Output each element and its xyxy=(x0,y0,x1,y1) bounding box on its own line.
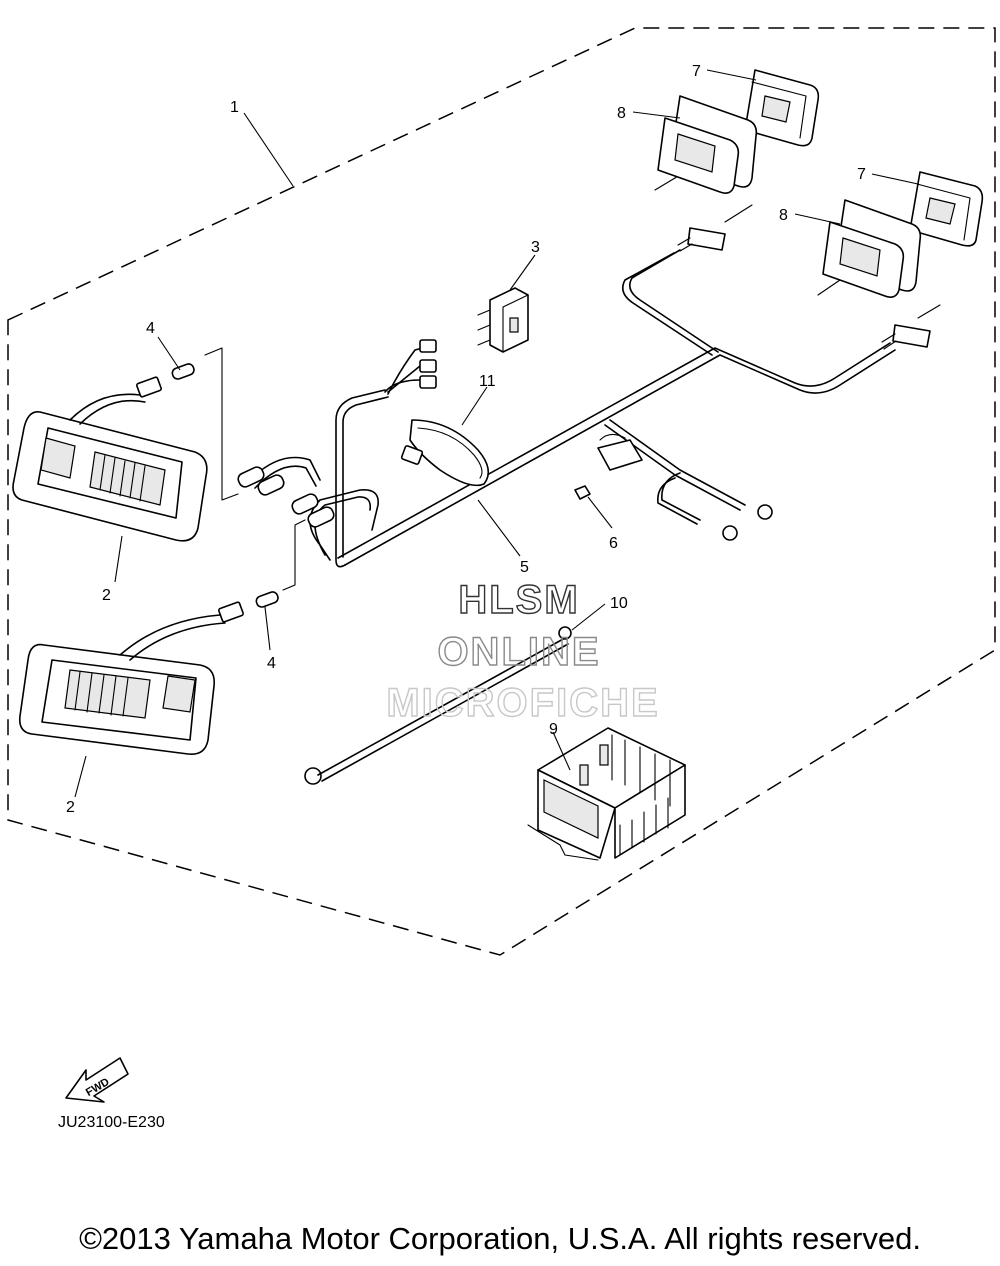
harness-block xyxy=(597,433,643,471)
watermark-line1: HLSM xyxy=(458,578,579,622)
callout-10: 10 xyxy=(610,595,628,612)
harness-plug-upper xyxy=(677,227,726,252)
bulb-upper xyxy=(171,363,195,380)
lamp-unit-7-upper xyxy=(744,69,820,147)
wire-harness xyxy=(249,249,896,568)
lamp-connector-upper xyxy=(237,466,285,496)
headlight-lower xyxy=(18,601,244,756)
ring-terminals xyxy=(722,504,773,541)
leader-lines xyxy=(74,69,919,798)
assembly-boundary xyxy=(7,27,996,956)
watermark-line3: MICROFICHE xyxy=(386,681,659,725)
clip xyxy=(574,485,591,500)
ground-cable xyxy=(304,626,572,785)
callout-4-upper: 4 xyxy=(146,320,155,337)
cable-tie xyxy=(400,419,490,487)
copyright-notice: ©2013 Yamaha Motor Corporation, U.S.A. A… xyxy=(79,1221,921,1256)
bulb-lower xyxy=(255,591,279,608)
callout-5: 5 xyxy=(520,559,529,576)
fwd-arrow-icon: FWD xyxy=(65,1057,129,1103)
callout-8-upper: 8 xyxy=(617,105,626,122)
lamp-unit-7-lower xyxy=(909,171,984,247)
reference-code: JU23100-E230 xyxy=(58,1114,165,1131)
callout-9: 9 xyxy=(549,721,558,738)
callout-6: 6 xyxy=(609,535,618,552)
callout-2-lower: 2 xyxy=(66,799,75,816)
lamp-connector-lower xyxy=(291,493,335,528)
callout-4-lower: 4 xyxy=(267,655,276,672)
headlight-upper xyxy=(12,376,208,542)
callout-7-lower: 7 xyxy=(857,166,866,183)
lamp-unit-8-upper xyxy=(657,95,758,194)
watermark-line2: ONLINE xyxy=(437,630,600,674)
callout-2-upper: 2 xyxy=(102,587,111,604)
callouts: 1 2 2 3 4 4 5 6 7 7 8 8 9 10 11 xyxy=(66,63,866,816)
callout-3: 3 xyxy=(531,239,540,256)
harness-plug-right xyxy=(881,324,931,350)
lamp-unit-8-lower xyxy=(822,199,922,298)
callout-1: 1 xyxy=(230,99,239,116)
callout-7-upper: 7 xyxy=(692,63,701,80)
switch xyxy=(477,287,529,353)
watermark: HLSM ONLINE MICROFICHE xyxy=(386,577,659,725)
callout-8-lower: 8 xyxy=(779,207,788,224)
switch-connectors xyxy=(419,339,437,389)
resistor-heatsink xyxy=(527,727,686,861)
callout-11: 11 xyxy=(479,373,496,390)
